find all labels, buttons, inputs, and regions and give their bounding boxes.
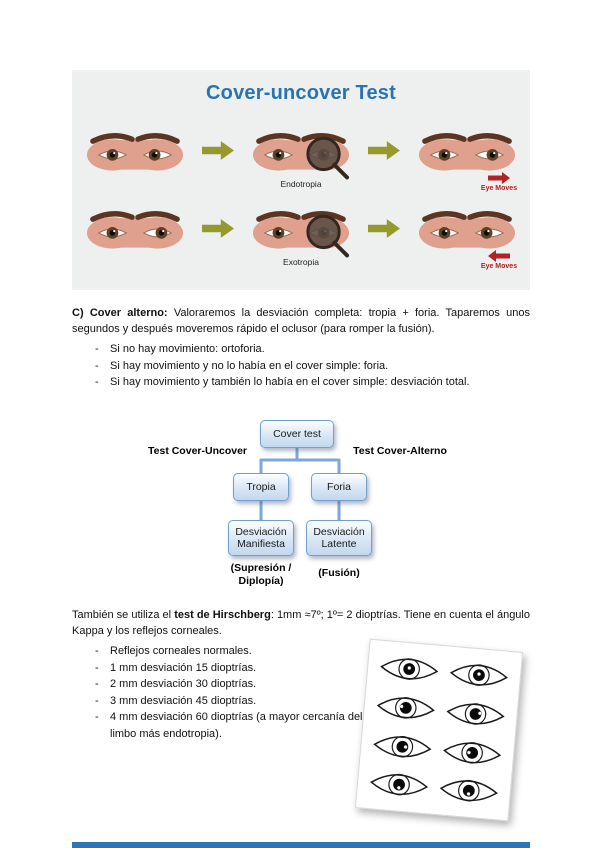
eye-movement-arrow-icon xyxy=(488,250,510,262)
hirschberg-eye-illustration xyxy=(446,700,505,728)
flow-arrow-icon xyxy=(202,218,234,239)
bullet-text: 4 mm desviación 60 dioptrías (a mayor ce… xyxy=(110,711,363,740)
eyes-after-uncover-exotropia: Eye Moves xyxy=(418,202,516,270)
bullet-dash: - xyxy=(95,694,99,707)
exotropia-label: Exotropia xyxy=(283,257,319,267)
bullet-dash: - xyxy=(95,359,99,372)
list-item: -4 mm desviación 60 dioptrías (a mayor c… xyxy=(72,709,372,742)
right-branch-title: Test Cover-Alterno xyxy=(353,445,447,457)
endotropia-label: Endotropia xyxy=(280,179,322,189)
panel-title: Cover-uncover Test xyxy=(206,82,396,104)
eyes-pair-illustration xyxy=(86,124,184,176)
endotropia-row: Endotropia Eye Moves xyxy=(86,124,516,192)
flowchart-node-tropia: Tropia xyxy=(233,473,289,501)
bullet-text: Reflejos corneales normales. xyxy=(110,645,252,658)
eyes-covered-exotropia: Exotropia xyxy=(252,202,350,267)
hirschberg-test-name: test de Hirschberg xyxy=(174,609,271,621)
flowchart-node-foria: Foria xyxy=(311,473,367,501)
left-branch-title: Test Cover-Uncover xyxy=(148,445,248,457)
cover-alterno-bullets: -Si no hay movimiento: ortoforia. -Si ha… xyxy=(72,341,530,391)
bullet-text: Si hay movimiento y también lo había en … xyxy=(110,376,470,389)
bullet-dash: - xyxy=(95,376,99,389)
hirschberg-eye-grid xyxy=(368,650,511,811)
bullet-dash: - xyxy=(95,678,99,691)
eyes-before-cover-endotropia xyxy=(86,124,184,176)
hirschberg-eye-illustration xyxy=(373,732,432,760)
hirschberg-paragraph: También se utiliza el test de Hirschberg… xyxy=(72,608,530,639)
section-cover-alterno: C) Cover alterno: Valoraremos la desviac… xyxy=(72,306,530,391)
list-item: -2 mm desviación 30 dioptrías. xyxy=(72,676,372,693)
cover-uncover-illustration-panel: Cover-uncover Test Endotropia xyxy=(72,70,530,290)
bullet-text: 1 mm desviación 15 dioptrías. xyxy=(110,661,257,674)
list-item: -Si hay movimiento y también lo había en… xyxy=(72,374,530,391)
cover-alterno-heading: C) Cover alterno: xyxy=(72,307,168,319)
flow-arrow-icon xyxy=(368,140,400,161)
right-leaf-caption: (Fusión) xyxy=(318,567,360,579)
flowchart-root-node: Cover test xyxy=(260,420,334,448)
eyes-before-cover-exotropia xyxy=(86,202,184,254)
eye-movement-arrow-icon xyxy=(488,172,510,184)
covered-eye-illustration xyxy=(252,202,350,258)
eyes-after-uncover-endotropia: Eye Moves xyxy=(418,124,516,192)
bullet-text: 2 mm desviación 30 dioptrías. xyxy=(110,678,257,691)
hirschberg-eyes-image xyxy=(354,638,524,822)
hirschberg-eye-illustration xyxy=(369,771,429,799)
bullet-dash: - xyxy=(95,343,99,356)
hirschberg-eye-illustration xyxy=(449,661,509,689)
list-item: -1 mm desviación 15 dioptrías. xyxy=(72,660,372,677)
eye-moves-indicator: Eye Moves xyxy=(476,250,522,270)
flowchart-leaf-desviacion-latente: Desviación Latente xyxy=(306,520,372,556)
cover-alterno-paragraph: C) Cover alterno: Valoraremos la desviac… xyxy=(72,306,530,337)
flowchart-leaf-desviacion-manifiesta: Desviación Manifiesta xyxy=(228,520,294,556)
list-item: -Si hay movimiento y no lo había en el c… xyxy=(72,358,530,375)
covered-eye-illustration xyxy=(252,124,350,180)
bullet-dash: - xyxy=(95,711,99,724)
hirschberg-intro-pre: También se utiliza el xyxy=(72,609,175,621)
flow-arrow-icon xyxy=(202,140,234,161)
list-item: -3 mm desviación 45 dioptrías. xyxy=(72,693,372,710)
bullet-dash: - xyxy=(95,661,99,674)
bullet-text: 3 mm desviación 45 dioptrías. xyxy=(110,694,257,707)
uncovered-eye-illustration xyxy=(418,124,516,176)
flow-arrow-icon xyxy=(368,218,400,239)
flowchart-connectors xyxy=(259,446,341,522)
cover-test-flowchart: Cover test Test Cover-Uncover Test Cover… xyxy=(148,405,448,600)
uncovered-eye-illustration xyxy=(418,202,516,254)
bullet-dash: - xyxy=(95,645,99,658)
hirschberg-eye-illustration xyxy=(376,694,436,721)
hirschberg-eye-illustration xyxy=(442,739,502,766)
eye-moves-indicator: Eye Moves xyxy=(476,172,522,192)
eye-moves-label: Eye Moves xyxy=(480,263,518,270)
bullet-text: Si hay movimiento y no lo había en el co… xyxy=(110,359,389,372)
hirschberg-eye-illustration xyxy=(379,655,439,683)
list-item: -Reflejos corneales normales. xyxy=(72,643,372,660)
exotropia-row: Exotropia Eye Moves xyxy=(86,202,516,270)
bullet-text: Si no hay movimiento: ortoforia. xyxy=(110,343,265,356)
eyes-covered-endotropia: Endotropia xyxy=(252,124,350,189)
list-item: -Si no hay movimiento: ortoforia. xyxy=(72,341,530,358)
section-hirschberg: También se utiliza el test de Hirschberg… xyxy=(72,608,530,742)
hirschberg-bullets: -Reflejos corneales normales. -1 mm desv… xyxy=(72,643,372,742)
hirschberg-eye-illustration xyxy=(439,777,499,805)
hirschberg-intro-post: : 1mm ≈7º; 1º= 2 dioptrías. Tiene en cue… xyxy=(72,609,530,637)
bottom-blue-bar xyxy=(72,842,530,848)
left-leaf-caption: (Supresión / Diplopía) xyxy=(230,562,292,587)
eyes-pair-illustration xyxy=(86,202,184,254)
cover-alterno-body: Valoraremos la desviación completa: trop… xyxy=(72,307,530,335)
eye-moves-label: Eye Moves xyxy=(480,185,518,192)
